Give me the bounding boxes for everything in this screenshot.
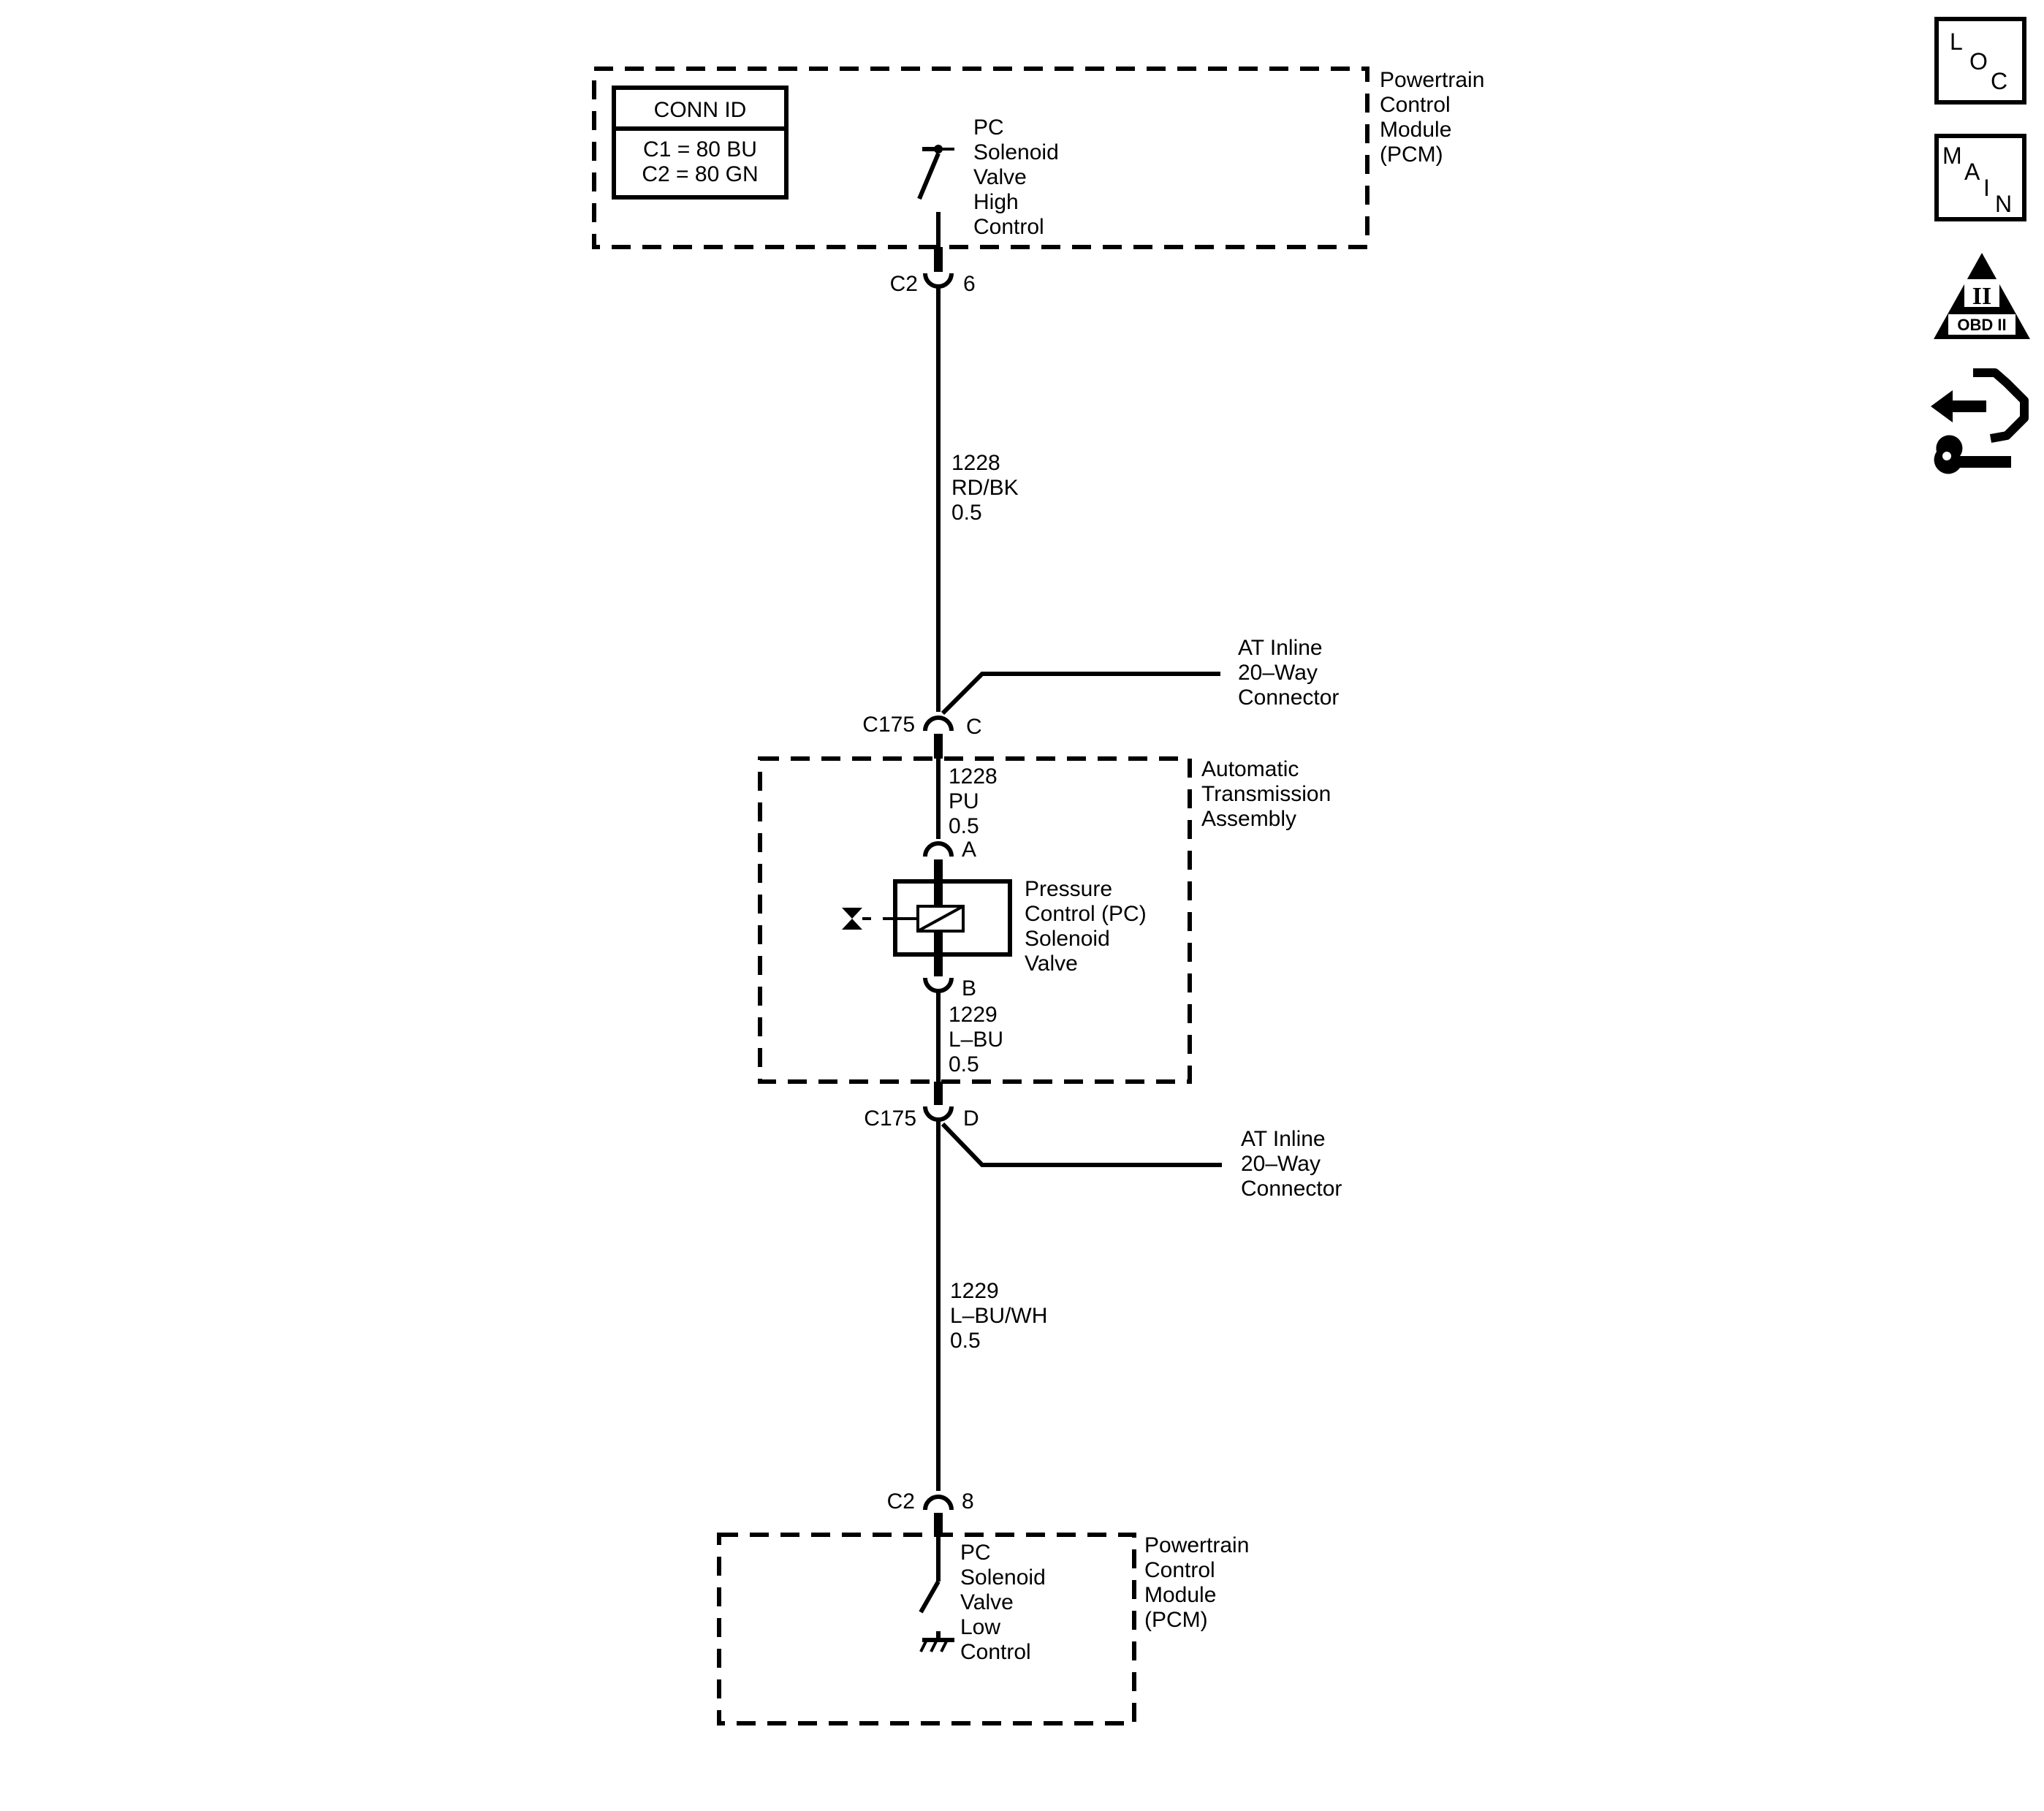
pin-b-label: B (962, 976, 976, 1001)
wire-top-color: RD/BK (951, 476, 1019, 500)
pcm-top-module: Powertrain Control Module (PCM) CONN ID … (592, 67, 1484, 249)
wire-in-circuit: 1228 (949, 764, 998, 789)
terminal-c2-6: C2 6 (890, 247, 976, 296)
pcm-bottom-module: Powertrain Control Module (PCM) PC Solen… (717, 1533, 1249, 1725)
navigate-repair-icon (1931, 368, 2029, 474)
wire-bottom-color: L–BU/WH (950, 1304, 1047, 1328)
inline-c-label-line: 20–Way (1238, 661, 1318, 685)
low-control-switch-symbol (919, 1535, 954, 1652)
transmission-assembly: Automatic Transmission Assembly 1228 PU … (758, 756, 1331, 1084)
pcm-top-dashed-box (592, 67, 1369, 249)
wire-top-circuit: 1228 (951, 451, 1000, 475)
connector-cavity-symbol (923, 1106, 954, 1122)
inline-d-label-line: 20–Way (1241, 1152, 1321, 1176)
wire-bottom-size: 0.5 (950, 1329, 981, 1353)
high-control-label-line: Valve (973, 165, 1027, 189)
conn-id-title: CONN ID (654, 98, 747, 122)
wire-in-size: 0.5 (949, 814, 979, 838)
pcm-top-label-line: (PCM) (1380, 143, 1443, 167)
solenoid-label-line: Pressure (1025, 877, 1112, 901)
terminal-bottom-connector: C2 (887, 1489, 915, 1514)
transmission-label-line: Assembly (1201, 807, 1296, 831)
high-control-label-line: Solenoid (973, 140, 1059, 164)
transmission-label-line: Automatic (1201, 757, 1299, 781)
high-control-label-line: Control (973, 215, 1044, 239)
main-letter: A (1964, 159, 1980, 185)
conn-id-row: C2 = 80 GN (642, 162, 758, 186)
inline-d-label-line: AT Inline (1241, 1127, 1326, 1151)
inline-c-label-line: AT Inline (1238, 636, 1323, 660)
inline-c-label-line: Connector (1238, 686, 1339, 710)
terminal-top-connector: C2 (890, 272, 918, 296)
terminal-top-pin: 6 (963, 272, 976, 296)
connector-cavity-symbol (923, 841, 954, 857)
obd-ii-text: OBD II (1957, 316, 2006, 334)
high-control-label-line: PC (973, 115, 1004, 140)
pin-a-label: A (962, 838, 976, 862)
inline-connector-c175-c: C175 C AT Inline 20–Way Connector (862, 636, 1339, 759)
wire-out-color: L–BU (949, 1028, 1003, 1052)
obd-ii-numeral: II (1972, 283, 1991, 310)
conn-id-row: C1 = 80 BU (643, 137, 757, 162)
connector-leader-line (941, 672, 1220, 715)
terminal-bottom-pin: 8 (962, 1489, 974, 1514)
high-control-switch-symbol (917, 145, 954, 247)
inline-d-connector: C175 (864, 1106, 916, 1131)
low-control-label-line: Valve (960, 1590, 1014, 1614)
location-icon (1934, 17, 2026, 105)
main-index-icon (1934, 134, 2026, 221)
connector-cavity-symbol (923, 715, 954, 732)
wire-in-color: PU (949, 789, 979, 813)
obd-ii-numeral-plate (1964, 279, 1999, 307)
wire-out-size: 0.5 (949, 1052, 979, 1077)
low-control-label-line: Solenoid (960, 1565, 1046, 1590)
pcm-top-label-line: Control (1380, 93, 1451, 117)
solenoid-label-line: Control (PC) (1025, 902, 1147, 926)
loc-letter: C (1991, 68, 2007, 94)
navigate-repair-button[interactable] (1931, 368, 2029, 474)
loc-button[interactable]: L O C (1934, 17, 2026, 105)
wire-out-circuit: 1229 (949, 1003, 998, 1027)
solenoid-label-line: Solenoid (1025, 927, 1110, 951)
pcm-bottom-label-line: (PCM) (1144, 1608, 1208, 1632)
main-letter: M (1942, 143, 1962, 169)
high-control-label-line: High (973, 190, 1019, 214)
loc-letter: L (1950, 29, 1963, 55)
connector-cavity-symbol (923, 977, 954, 993)
pcm-bottom-dashed-box (717, 1533, 1136, 1725)
pc-solenoid-valve-symbol (842, 879, 1012, 957)
pcm-bottom-label-line: Powertrain (1144, 1533, 1249, 1557)
low-control-label-line: Control (960, 1640, 1031, 1664)
connector-cavity-symbol (923, 273, 954, 289)
inline-c-connector: C175 (862, 713, 915, 737)
transmission-label-line: Transmission (1201, 782, 1331, 806)
pcm-bottom-label-line: Control (1144, 1558, 1215, 1582)
low-control-label-line: Low (960, 1615, 1000, 1639)
connector-leader-line (941, 1122, 1222, 1167)
obd-ii-text-plate (1948, 314, 2015, 335)
inline-d-label-line: Connector (1241, 1177, 1342, 1201)
main-button[interactable]: M A I N (1934, 134, 2026, 221)
inline-connector-c175-d: C175 D AT Inline 20–Way Connector (864, 1082, 1342, 1201)
wire-bottom-circuit: 1229 (950, 1279, 999, 1303)
pcm-bottom-label-line: Module (1144, 1583, 1216, 1607)
pcm-top-label-line: Powertrain (1380, 68, 1484, 92)
inline-c-pin: C (966, 715, 982, 739)
main-letter: I (1983, 175, 1990, 201)
conn-id-table: CONN ID C1 = 80 BU C2 = 80 GN (612, 86, 789, 200)
conn-id-border (612, 86, 789, 200)
pcm-top-label-line: Module (1380, 118, 1451, 142)
wire-top-size: 0.5 (951, 501, 982, 525)
terminal-c2-8: C2 8 (887, 1489, 974, 1535)
connector-cavity-symbol (923, 1495, 954, 1511)
obd-ii-button[interactable]: II OBD II (1934, 253, 2030, 339)
loc-letter: O (1969, 48, 1988, 75)
solenoid-label-line: Valve (1025, 952, 1078, 976)
inline-d-pin: D (963, 1106, 979, 1131)
main-letter: N (1995, 191, 2012, 217)
low-control-label-line: PC (960, 1541, 991, 1565)
transmission-dashed-box (758, 756, 1192, 1084)
